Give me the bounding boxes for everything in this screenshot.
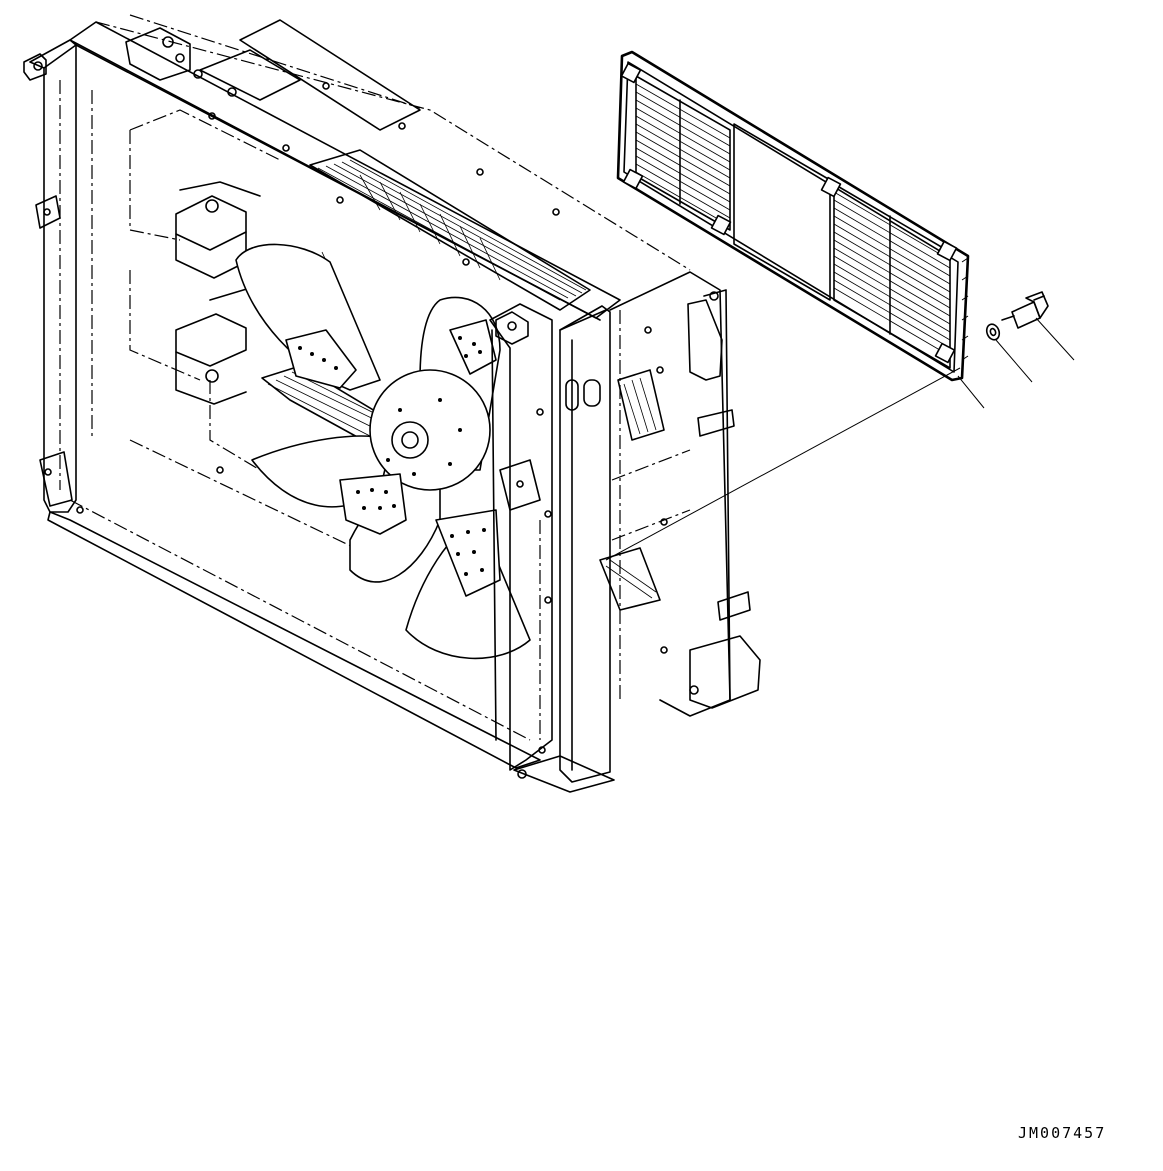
right-frame-post bbox=[489, 303, 615, 793]
leader-line-washer bbox=[995, 339, 1033, 383]
bottom-frame-beam bbox=[47, 439, 541, 769]
grille-left-screen bbox=[635, 75, 731, 231]
rear-right-frame bbox=[609, 271, 761, 717]
grille-right-screen bbox=[833, 183, 951, 369]
left-frame-post bbox=[23, 39, 93, 513]
drawing-id-label: JM007457 bbox=[1018, 1124, 1107, 1142]
grille-mounting-pads bbox=[620, 62, 958, 364]
leader-lines bbox=[605, 317, 1075, 561]
top-frame-beam bbox=[69, 14, 691, 321]
cooling-fan bbox=[235, 243, 531, 660]
leader-line-grille bbox=[605, 367, 961, 561]
radiator-grille-panel bbox=[616, 50, 970, 382]
leader-line-bolt bbox=[1035, 317, 1075, 361]
leader-line-grille-callout bbox=[957, 375, 985, 409]
radiator-frame-assembly bbox=[23, 14, 761, 793]
mounting-bolt bbox=[1001, 291, 1049, 329]
washer bbox=[985, 323, 1001, 341]
fan-rivet-dots bbox=[298, 336, 486, 576]
grille-center-opening bbox=[733, 123, 831, 301]
